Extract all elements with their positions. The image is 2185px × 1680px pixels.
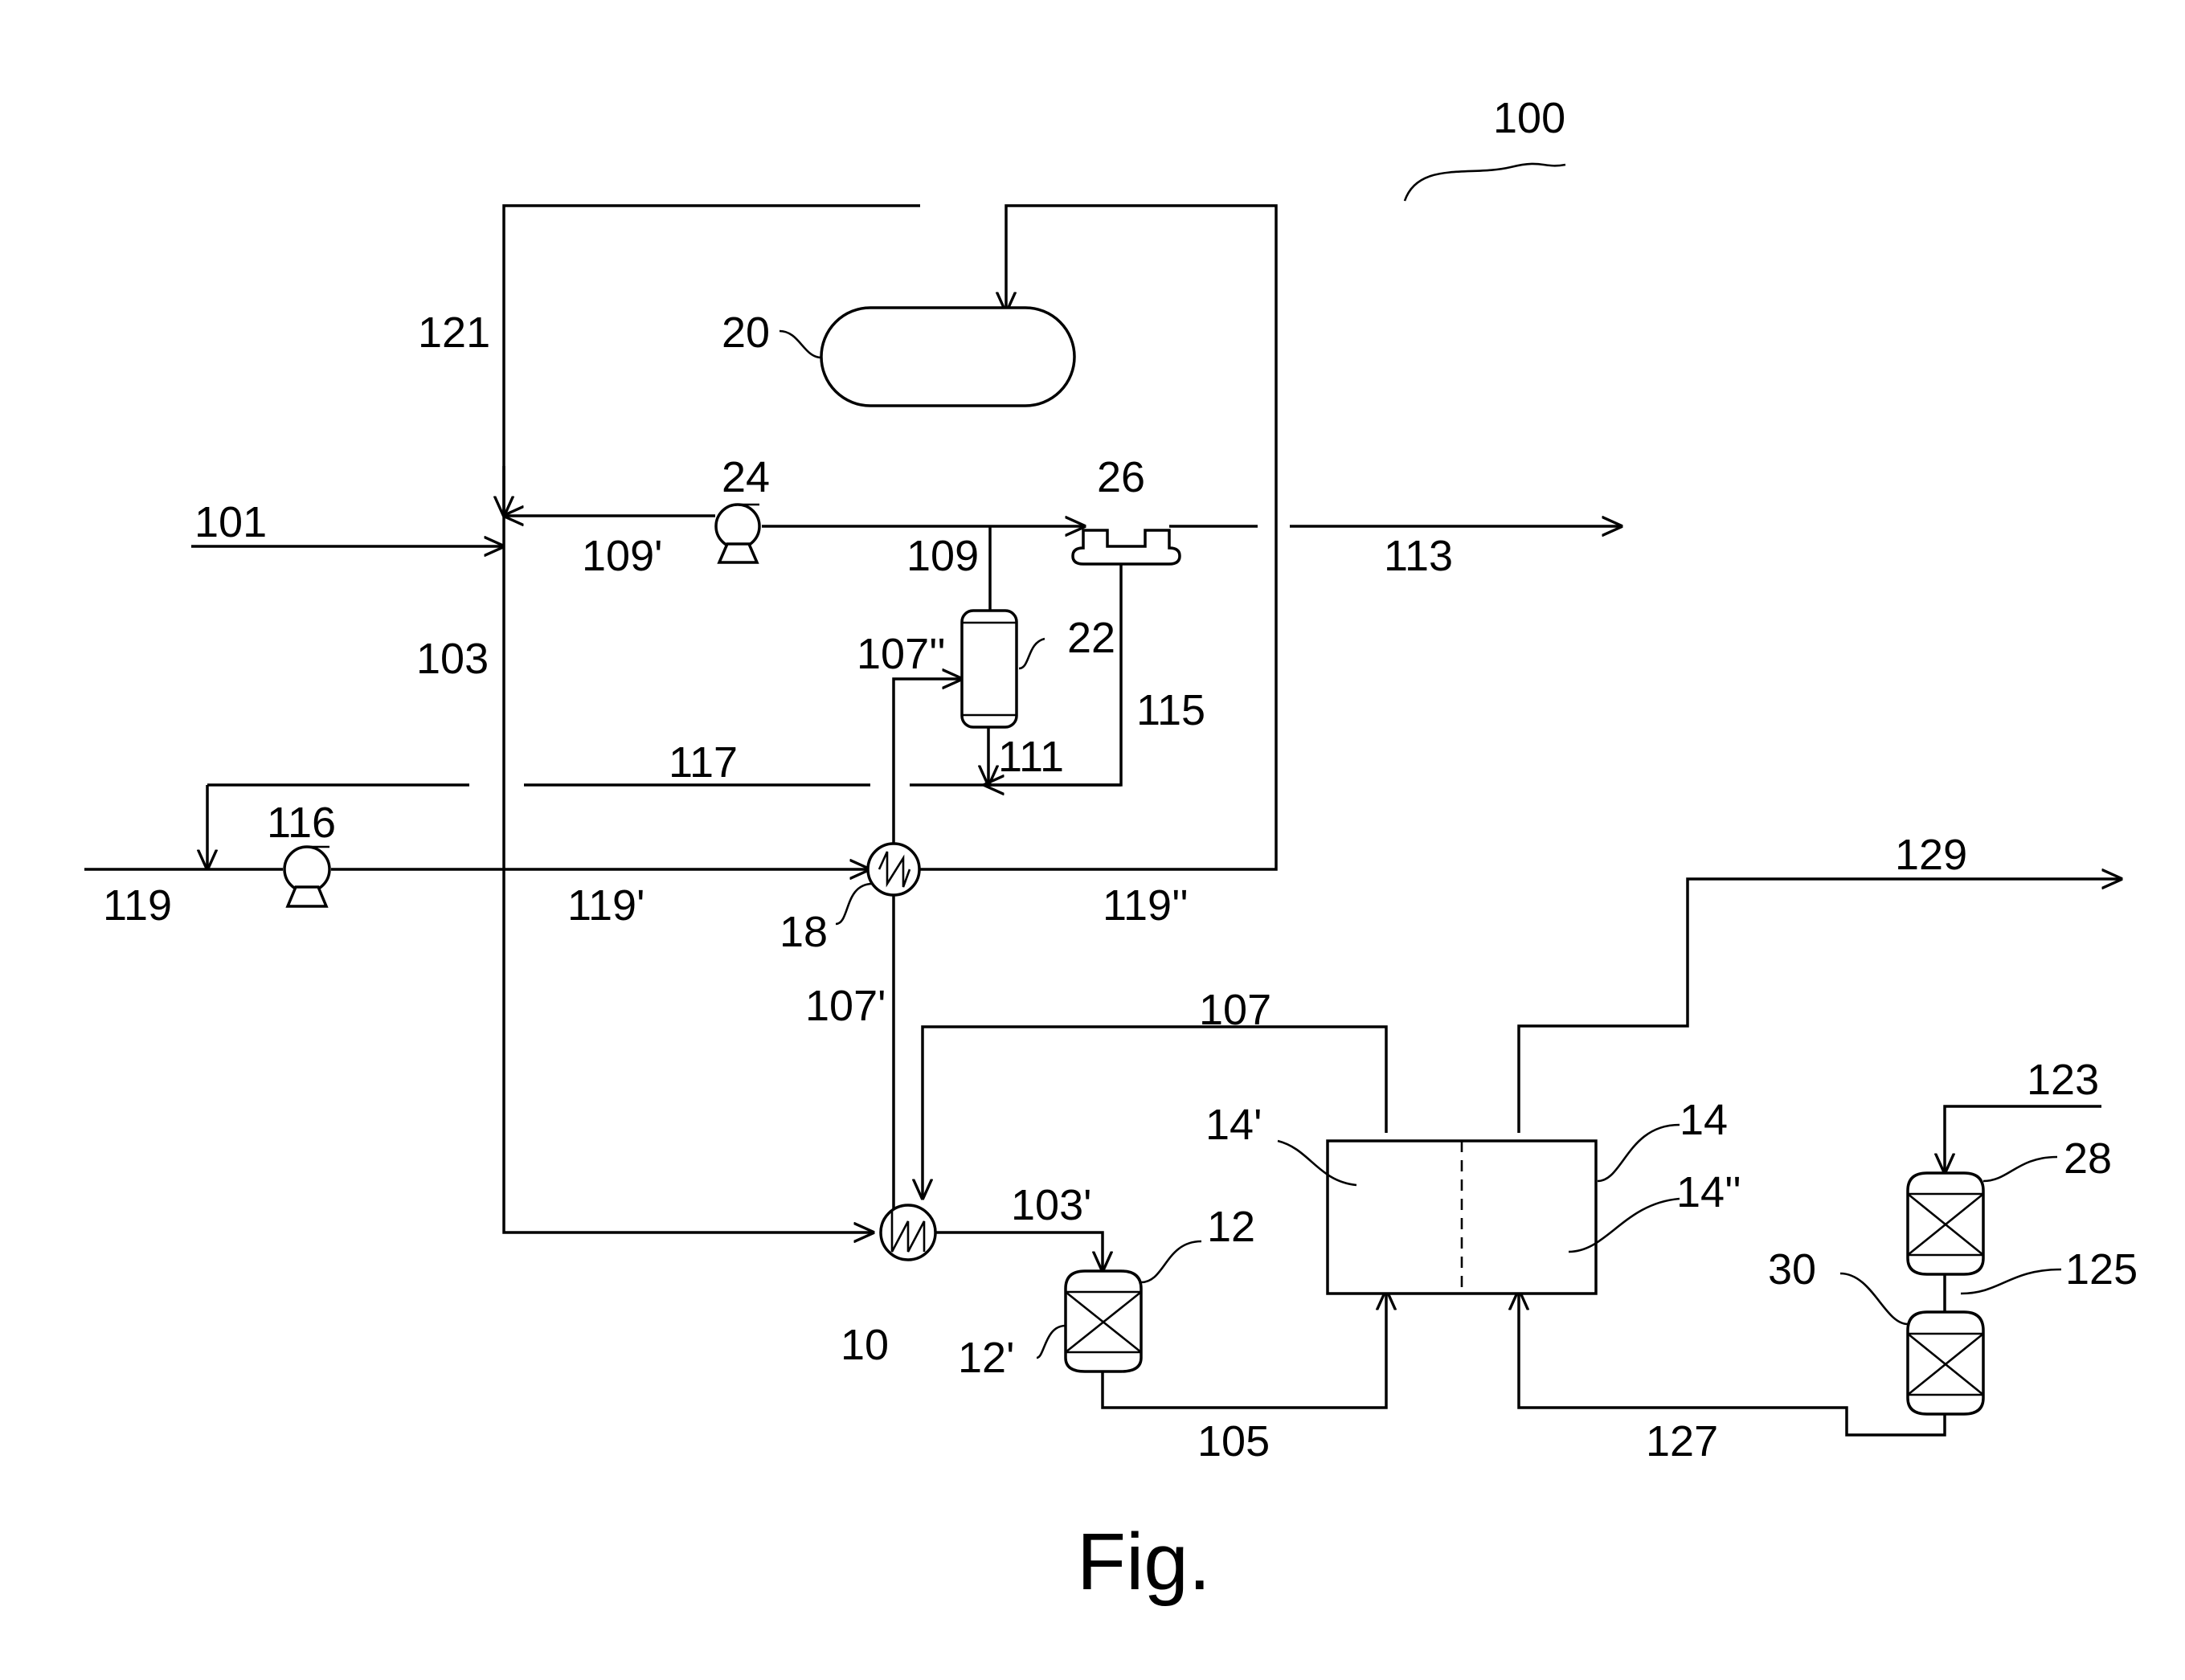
label-stream-125: 125 — [2065, 1245, 2138, 1294]
label-stream-113: 113 — [1384, 532, 1453, 580]
leader-100 — [1403, 162, 1566, 202]
leader-28 — [1982, 1155, 2058, 1183]
label-equipment-22: 22 — [1067, 614, 1115, 662]
line-103-prime — [932, 1231, 1103, 1271]
reactor-30 — [1906, 1310, 1985, 1416]
label-stream-119-prime: 119' — [567, 881, 644, 930]
label-equipment-14: 14 — [1680, 1096, 1728, 1144]
heat-exchanger-10 — [879, 1204, 937, 1261]
leader-20 — [779, 329, 822, 359]
label-equipment-20: 20 — [722, 309, 770, 357]
leader-18 — [835, 882, 874, 926]
pump-24 — [714, 503, 761, 564]
reactor-28 — [1906, 1171, 1985, 1276]
reactor-12 — [1064, 1269, 1143, 1373]
label-stream-117: 117 — [669, 738, 738, 787]
label-stream-109-prime: 109' — [582, 532, 662, 580]
figure-caption: Fig. — [1077, 1517, 1211, 1607]
label-stream-111: 111 — [998, 733, 1064, 781]
line-129 — [1517, 879, 2122, 1133]
label-stream-109: 109 — [906, 532, 979, 580]
label-equipment-30: 30 — [1768, 1245, 1816, 1294]
label-equipment-12-prime: 12' — [958, 1334, 1014, 1382]
label-stream-105: 105 — [1197, 1417, 1270, 1465]
line-121 — [502, 204, 920, 1232]
label-stream-107: 107 — [1199, 986, 1271, 1034]
label-stream-103-prime: 103' — [1011, 1181, 1091, 1229]
label-stream-119: 119 — [103, 881, 172, 930]
label-equipment-12: 12 — [1207, 1203, 1255, 1251]
label-stream-123: 123 — [2027, 1056, 2099, 1104]
line-105 — [1101, 1290, 1386, 1409]
label-equipment-10: 10 — [841, 1321, 889, 1369]
heat-exchanger-18 — [866, 842, 921, 897]
vessel-20 — [820, 306, 1076, 407]
line-127 — [1519, 1290, 1946, 1437]
label-stream-101: 101 — [194, 498, 267, 546]
label-equipment-18: 18 — [779, 908, 828, 956]
label-stream-119-double-prime: 119'' — [1103, 881, 1189, 930]
leader-14-prime — [1277, 1139, 1357, 1187]
leader-14-double-prime — [1568, 1197, 1680, 1253]
leader-30 — [1839, 1272, 1909, 1326]
line-123 — [1945, 1105, 2101, 1173]
label-stream-107-double-prime: 107'' — [857, 630, 946, 678]
line-119-double-prime — [918, 204, 1278, 871]
label-figure-ref: 100 — [1493, 94, 1565, 142]
label-equipment-14-double-prime: 14'' — [1676, 1168, 1741, 1216]
label-equipment-24: 24 — [722, 453, 770, 501]
label-equipment-26: 26 — [1097, 453, 1145, 501]
leader-12 — [1140, 1240, 1202, 1284]
label-stream-107-prime: 107' — [805, 982, 886, 1030]
pump-116 — [283, 845, 331, 908]
label-stream-121: 121 — [418, 309, 490, 357]
device-26 — [1071, 529, 1181, 566]
separator-22 — [960, 609, 1018, 729]
leader-12-prime — [1036, 1324, 1066, 1359]
leader-22 — [1018, 637, 1045, 670]
line-107 — [923, 1025, 1388, 1199]
label-stream-115: 115 — [1136, 686, 1205, 734]
label-equipment-28: 28 — [2064, 1134, 2112, 1183]
label-equipment-116: 116 — [267, 799, 336, 847]
label-stream-127: 127 — [1646, 1417, 1718, 1465]
label-stream-103: 103 — [416, 635, 489, 683]
leader-14 — [1597, 1123, 1680, 1183]
line-107-double-prime — [892, 679, 962, 845]
label-equipment-14-prime: 14' — [1205, 1101, 1262, 1149]
leader-125 — [1960, 1268, 2062, 1295]
label-stream-129: 129 — [1895, 831, 1967, 879]
